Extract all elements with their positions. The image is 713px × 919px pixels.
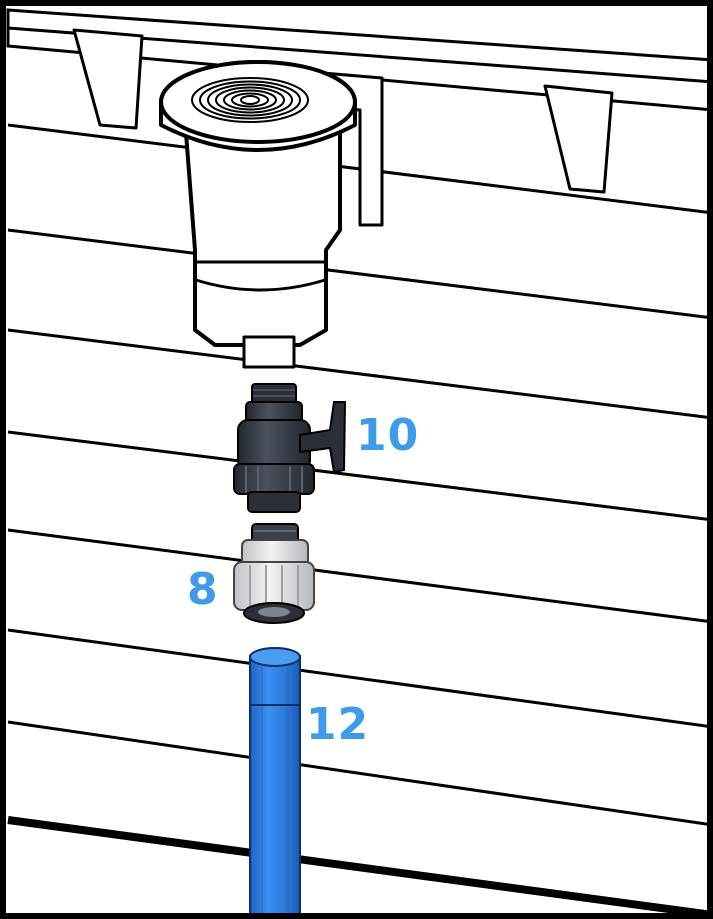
ball-valve [234,384,345,512]
part-label-valve: 10 [356,414,419,458]
pool-skimmer [161,62,382,367]
pool-wall [8,125,713,915]
pe-pipe [250,648,300,919]
compression-fitting [234,524,314,623]
part-label-pipe: 12 [306,703,369,747]
part-label-connector: 8 [187,568,219,612]
